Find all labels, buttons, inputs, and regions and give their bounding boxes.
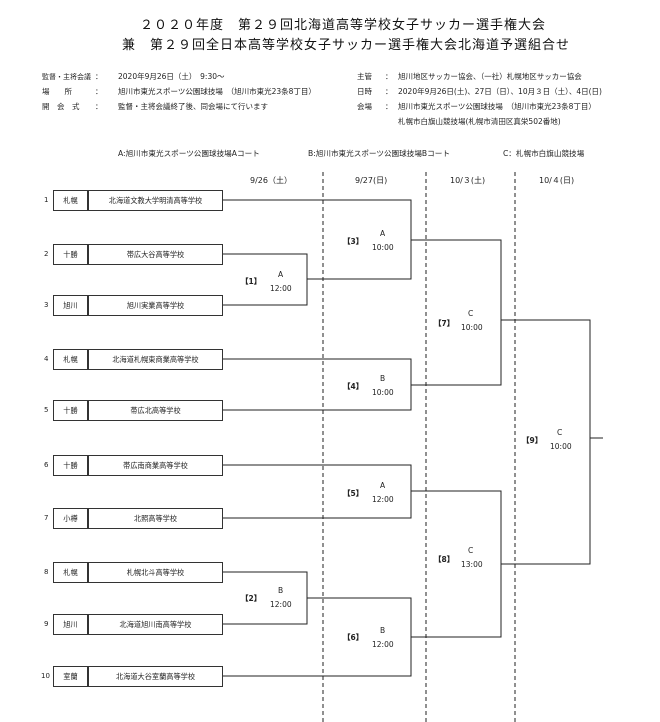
team-name: 北海道大谷室蘭高等学校 [88,666,223,687]
team-seed: 1 [44,196,49,204]
team-seed: 5 [44,406,49,414]
info-right-value-2: 旭川市東光スポーツ公園球技場 （旭川市東光23条8丁目） [398,102,596,111]
match-time: 12:00 [372,495,394,504]
match-number: 【9】 [522,436,543,445]
info-left-sep-2: ： [95,102,103,111]
match-court: B [380,374,386,383]
team-seed: 7 [44,514,49,522]
team-region: 十勝 [53,244,88,265]
match-number: 【3】 [343,237,364,246]
team-region: 札幌 [53,190,88,211]
title-line-1: ２０２０年度 第２９回北海道高等学校女子サッカー選手権大会 [140,18,547,33]
team-seed: 3 [44,301,49,309]
title-line-2: 兼 第２９回全日本高等学校女子サッカー選手権大会北海道予選組合せ [122,38,571,53]
match-court: A [380,229,386,238]
venue-c: C：札幌市白旗山競技場 [503,149,585,158]
team-name: 北海道旭川南高等学校 [88,614,223,635]
match-time: 12:00 [270,600,292,609]
info-left-value-1: 旭川市東光スポーツ公園球技場 （旭川市東光23条8丁目） [118,87,316,96]
info-right-value-1: 2020年9月26日(土)、27日（日）、10月３日（土）、4日(日) [398,87,602,96]
match-number: 【5】 [343,489,364,498]
match-number: 【8】 [434,555,455,564]
match-time: 12:00 [270,284,292,293]
team-region: 室蘭 [53,666,88,687]
team-seed: 6 [44,461,49,469]
match-court: B [380,626,386,635]
match-number: 【7】 [434,319,455,328]
date-2: 10/３(土) [450,176,486,185]
team-region: 十勝 [53,455,88,476]
team-name: 旭川実業高等学校 [88,295,223,316]
team-name: 札幌北斗高等学校 [88,562,223,583]
info-left-value-0: 2020年9月26日（土） 9:30～ [118,72,225,81]
team-region: 札幌 [53,349,88,370]
venue-b: B:旭川市東光スポーツ公園球技場Bコート [308,149,450,158]
info-left-sep-1: ： [95,87,103,96]
team-name: 帯広大谷高等学校 [88,244,223,265]
match-court: A [278,270,284,279]
info-right-label-0: 主管 [357,72,372,81]
venue-a: A:旭川市東光スポーツ公園球技場Aコート [118,149,260,158]
match-time: 13:00 [461,560,483,569]
team-name: 帯広北高等学校 [88,400,223,421]
team-seed: 4 [44,355,49,363]
match-court: C [468,309,474,318]
info-right-sep-2: ： [385,102,393,111]
team-seed: 8 [44,568,49,576]
info-right-label-1: 日時 [357,87,372,96]
match-court: A [380,481,386,490]
match-number: 【4】 [343,382,364,391]
team-name: 北照高等学校 [88,508,223,529]
match-court: B [278,586,284,595]
info-right-sep-1: ： [385,87,393,96]
match-time: 12:00 [372,640,394,649]
team-seed: 9 [44,620,49,628]
match-time: 10:00 [372,243,394,252]
team-region: 十勝 [53,400,88,421]
info-left-label-2: 開 会 式 [42,102,80,111]
info-right-value-3: 札幌市白旗山競技場(札幌市清田区真栄502番地) [398,117,561,126]
match-number: 【6】 [343,633,364,642]
match-court: C [468,546,474,555]
date-3: 10/４(日) [539,176,575,185]
team-name: 北海道文教大学明清高等学校 [88,190,223,211]
info-left-label-0: 監督・主将会議 [42,73,91,81]
match-court: C [557,428,563,437]
info-left-label-1: 場 所 [42,87,72,96]
info-right-label-2: 会場 [357,102,372,111]
date-1: 9/27(日) [355,176,388,185]
match-number: 【2】 [241,594,262,603]
match-time: 10:00 [550,442,572,451]
team-seed: 2 [44,250,49,258]
team-region: 旭川 [53,295,88,316]
team-region: 札幌 [53,562,88,583]
match-time: 10:00 [461,323,483,332]
team-region: 旭川 [53,614,88,635]
info-right-sep-0: ： [385,72,393,81]
info-left-value-2: 監督・主将会議終了後、同会場にて行います [118,102,268,111]
team-seed: 10 [41,672,50,680]
team-name: 帯広南商業高等学校 [88,455,223,476]
info-left-sep-0: ： [95,72,103,81]
match-number: 【1】 [241,277,262,286]
team-region: 小樽 [53,508,88,529]
date-0: 9/26（土） [250,176,292,185]
info-right-value-0: 旭川地区サッカー協会、（一社）札幌地区サッカー協会 [398,72,582,81]
match-time: 10:00 [372,388,394,397]
team-name: 北海道札幌東商業高等学校 [88,349,223,370]
